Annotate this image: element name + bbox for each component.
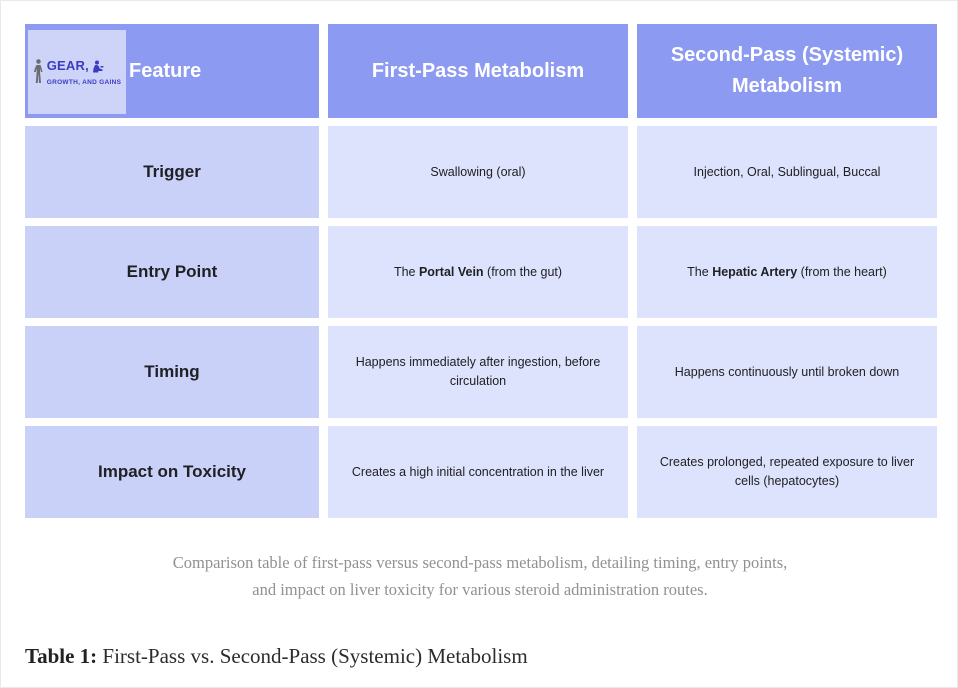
cell-text: The Hepatic Artery (from the heart) <box>687 264 887 279</box>
cell-text: The Portal Vein (from the gut) <box>393 264 563 279</box>
person-icon <box>33 59 43 83</box>
data-cell-impact-second-pass: Creates prolonged, repeated exposure to … <box>637 426 937 518</box>
cell-text: Injection, Oral, Sublingual, Buccal <box>693 164 881 179</box>
data-cell-timing-first-pass: Happens immediately after ingestion, bef… <box>328 326 628 418</box>
logo-text: GEAR, GROWTH, AND GAINS <box>47 56 122 87</box>
cell-text: Happens immediately after ingestion, bef… <box>355 355 601 388</box>
cell-text: Creates a high initial concentration in … <box>351 464 605 479</box>
logo-name: GEAR, <box>46 58 89 74</box>
data-cell-impact-first-pass: Creates a high initial concentration in … <box>328 426 628 518</box>
feature-cell-trigger: Trigger <box>25 126 319 218</box>
lifter-icon <box>92 60 104 73</box>
table-title-label: Table 1: <box>25 644 98 669</box>
table-title-text: First-Pass vs. Second-Pass (Systemic) Me… <box>97 644 528 669</box>
bold-term: Hepatic Artery <box>712 264 798 279</box>
feature-cell-impact-on-toxicity: Impact on Toxicity <box>25 426 319 518</box>
data-cell-entry-point-second-pass: The Hepatic Artery (from the heart) <box>637 226 937 318</box>
logo-wordmark: GEAR, <box>47 56 104 76</box>
feature-cell-entry-point: Entry Point <box>25 226 319 318</box>
data-cell-trigger-second-pass: Injection, Oral, Sublingual, Buccal <box>637 126 937 218</box>
header-label-first-pass: First-Pass Metabolism <box>371 59 585 82</box>
data-cell-trigger-first-pass: Swallowing (oral) <box>328 126 628 218</box>
data-cell-entry-point-first-pass: The Portal Vein (from the gut) <box>328 226 628 318</box>
header-cell-feature: GEAR, GROWTH, AND GAINS Feature <box>25 24 319 118</box>
header-label-feature: Feature <box>129 59 202 82</box>
bold-term: Portal Vein <box>418 264 484 279</box>
cell-text: Creates prolonged, repeated exposure to … <box>659 455 915 488</box>
cell-text: Swallowing (oral) <box>430 164 526 179</box>
data-cell-timing-second-pass: Happens continuously until broken down <box>637 326 937 418</box>
logo-tagline: GROWTH, AND GAINS <box>46 78 122 86</box>
feature-label: Impact on Toxicity <box>98 462 246 481</box>
header-cell-second-pass: Second-Pass (Systemic) Metabolism <box>637 24 937 118</box>
feature-cell-timing: Timing <box>25 326 319 418</box>
feature-label: Trigger <box>143 162 201 181</box>
header-label-second-pass: Second-Pass (Systemic) Metabolism <box>670 44 904 97</box>
figure-caption: Comparison table of first-pass versus se… <box>172 553 788 600</box>
brand-logo: GEAR, GROWTH, AND GAINS <box>28 30 126 114</box>
feature-label: Timing <box>144 362 200 381</box>
article-figure: GEAR, GROWTH, AND GAINS Feature First-Pa… <box>1 1 957 669</box>
comparison-table: GEAR, GROWTH, AND GAINS Feature First-Pa… <box>25 24 937 518</box>
header-cell-first-pass: First-Pass Metabolism <box>328 24 628 118</box>
table-title: Table 1: First-Pass vs. Second-Pass (Sys… <box>25 644 935 669</box>
cell-text: Happens continuously until broken down <box>674 364 900 379</box>
feature-label: Entry Point <box>126 262 218 281</box>
